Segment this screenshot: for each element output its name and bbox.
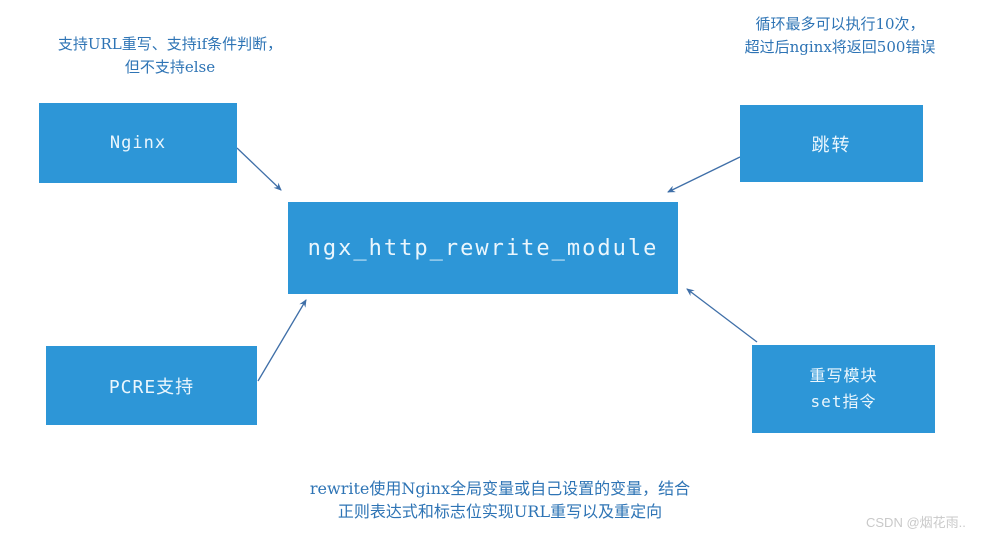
node-set-line2: set指令 bbox=[810, 392, 877, 411]
annotation-bottom-line2: 正则表达式和标志位实现URL重写以及重定向 bbox=[337, 502, 663, 521]
annotation-top-right: 循环最多可以执行10次， 超过后nginx将返回500错误 bbox=[695, 13, 985, 59]
node-jump: 跳转 bbox=[740, 105, 923, 182]
node-ngx-http-rewrite-module: ngx_http_rewrite_module bbox=[288, 202, 678, 294]
node-nginx: Nginx bbox=[39, 103, 237, 183]
annotation-top-left: 支持URL重写、支持if条件判断， 但不支持else bbox=[25, 33, 315, 79]
node-nginx-label: Nginx bbox=[109, 133, 167, 153]
annotation-top-left-line1: 支持URL重写、支持if条件判断， bbox=[57, 35, 283, 53]
node-jump-label: 跳转 bbox=[811, 134, 852, 156]
arrow-nginx-to-center bbox=[236, 147, 282, 191]
arrow-jump-to-center bbox=[667, 156, 741, 193]
annotation-top-right-line1: 循环最多可以执行10次， bbox=[755, 15, 925, 33]
annotation-bottom-line1: rewrite使用Nginx全局变量或自己设置的变量，结合 bbox=[309, 479, 691, 498]
node-rewrite-set-directive: 重写模块 set指令 bbox=[752, 345, 935, 433]
annotation-top-right-line2: 超过后nginx将返回500错误 bbox=[744, 38, 936, 56]
node-pcre-label: PCRE支持 bbox=[108, 376, 195, 398]
node-center-label: ngx_http_rewrite_module bbox=[307, 235, 659, 261]
arrow-set-to-center bbox=[686, 288, 758, 343]
node-set-line1: 重写模块 bbox=[809, 366, 878, 385]
annotation-top-left-line2: 但不支持else bbox=[124, 58, 216, 76]
csdn-watermark: CSDN @烟花雨.. bbox=[866, 515, 966, 530]
annotation-bottom: rewrite使用Nginx全局变量或自己设置的变量，结合 正则表达式和标志位实… bbox=[250, 477, 750, 523]
node-pcre-support: PCRE支持 bbox=[46, 346, 257, 425]
arrow-pcre-to-center bbox=[257, 299, 307, 382]
